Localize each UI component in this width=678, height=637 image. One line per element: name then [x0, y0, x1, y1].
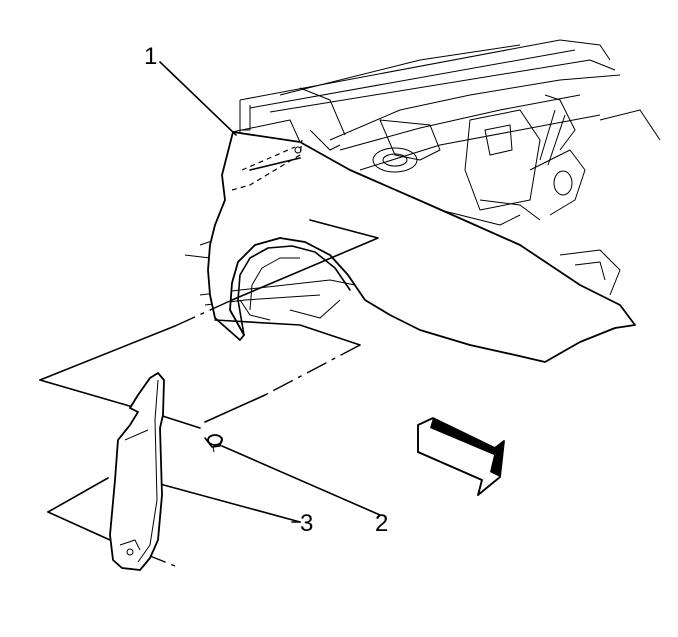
leader-1	[159, 61, 237, 136]
callout-1-label: 1	[144, 43, 157, 70]
fender-liner-extension	[109, 372, 165, 571]
front-fender	[207, 119, 636, 363]
front-direction-arrow-icon	[417, 417, 505, 496]
callout-2-label: 2	[375, 510, 388, 537]
callout-3-label: 3	[300, 510, 313, 537]
callout-leaders	[159, 61, 301, 523]
fastener-push-pin	[204, 434, 381, 516]
body-structure	[184, 39, 661, 321]
